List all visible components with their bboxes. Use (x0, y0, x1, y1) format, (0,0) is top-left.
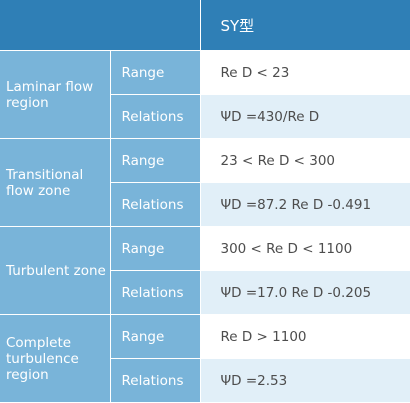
relations-label: Relations (110, 182, 201, 227)
range-value: 300 < Re D < 1100 (200, 226, 410, 271)
range-label: Range (110, 50, 201, 95)
table-row: Complete turbulence region Range Re D > … (0, 314, 410, 403)
range-label: Range (110, 314, 201, 359)
range-value: 23 < Re D < 300 (200, 138, 410, 183)
range-label: Range (110, 138, 201, 183)
table-row: Laminar flow region Range Re D < 23 (0, 50, 410, 139)
header-row: SY型 (0, 0, 410, 51)
relations-value: ΨD =430/Re D (200, 94, 410, 139)
table-row: Relations ΨD =87.2 Re D -0.491 (0, 182, 410, 227)
region-laminar: Laminar flow region (0, 50, 111, 139)
table-row: Relations ΨD =430/Re D (0, 94, 410, 139)
range-label: Range (110, 226, 201, 271)
relations-label: Relations (110, 358, 201, 403)
column-title: SY型 (200, 0, 410, 51)
range-value: Re D > 1100 (200, 314, 410, 359)
table-row: Transitional flow zone Range 23 < Re D <… (0, 138, 410, 227)
relations-value: ΨD =17.0 Re D -0.205 (200, 270, 410, 315)
table-row: Turbulent zone Range 300 < Re D < 1100 (0, 226, 410, 315)
relations-label: Relations (110, 94, 201, 139)
region-turbulent: Turbulent zone (0, 226, 111, 315)
relations-value: ΨD =87.2 Re D -0.491 (200, 182, 410, 227)
table-row: Relations ΨD =2.53 (0, 358, 410, 403)
region-transitional: Transitional flow zone (0, 138, 111, 227)
header-blank-cell (0, 0, 201, 51)
region-complete-turbulence: Complete turbulence region (0, 314, 111, 403)
relations-label: Relations (110, 270, 201, 315)
table-row: Relations ΨD =17.0 Re D -0.205 (0, 270, 410, 315)
relations-value: ΨD =2.53 (200, 358, 410, 403)
range-value: Re D < 23 (200, 50, 410, 95)
